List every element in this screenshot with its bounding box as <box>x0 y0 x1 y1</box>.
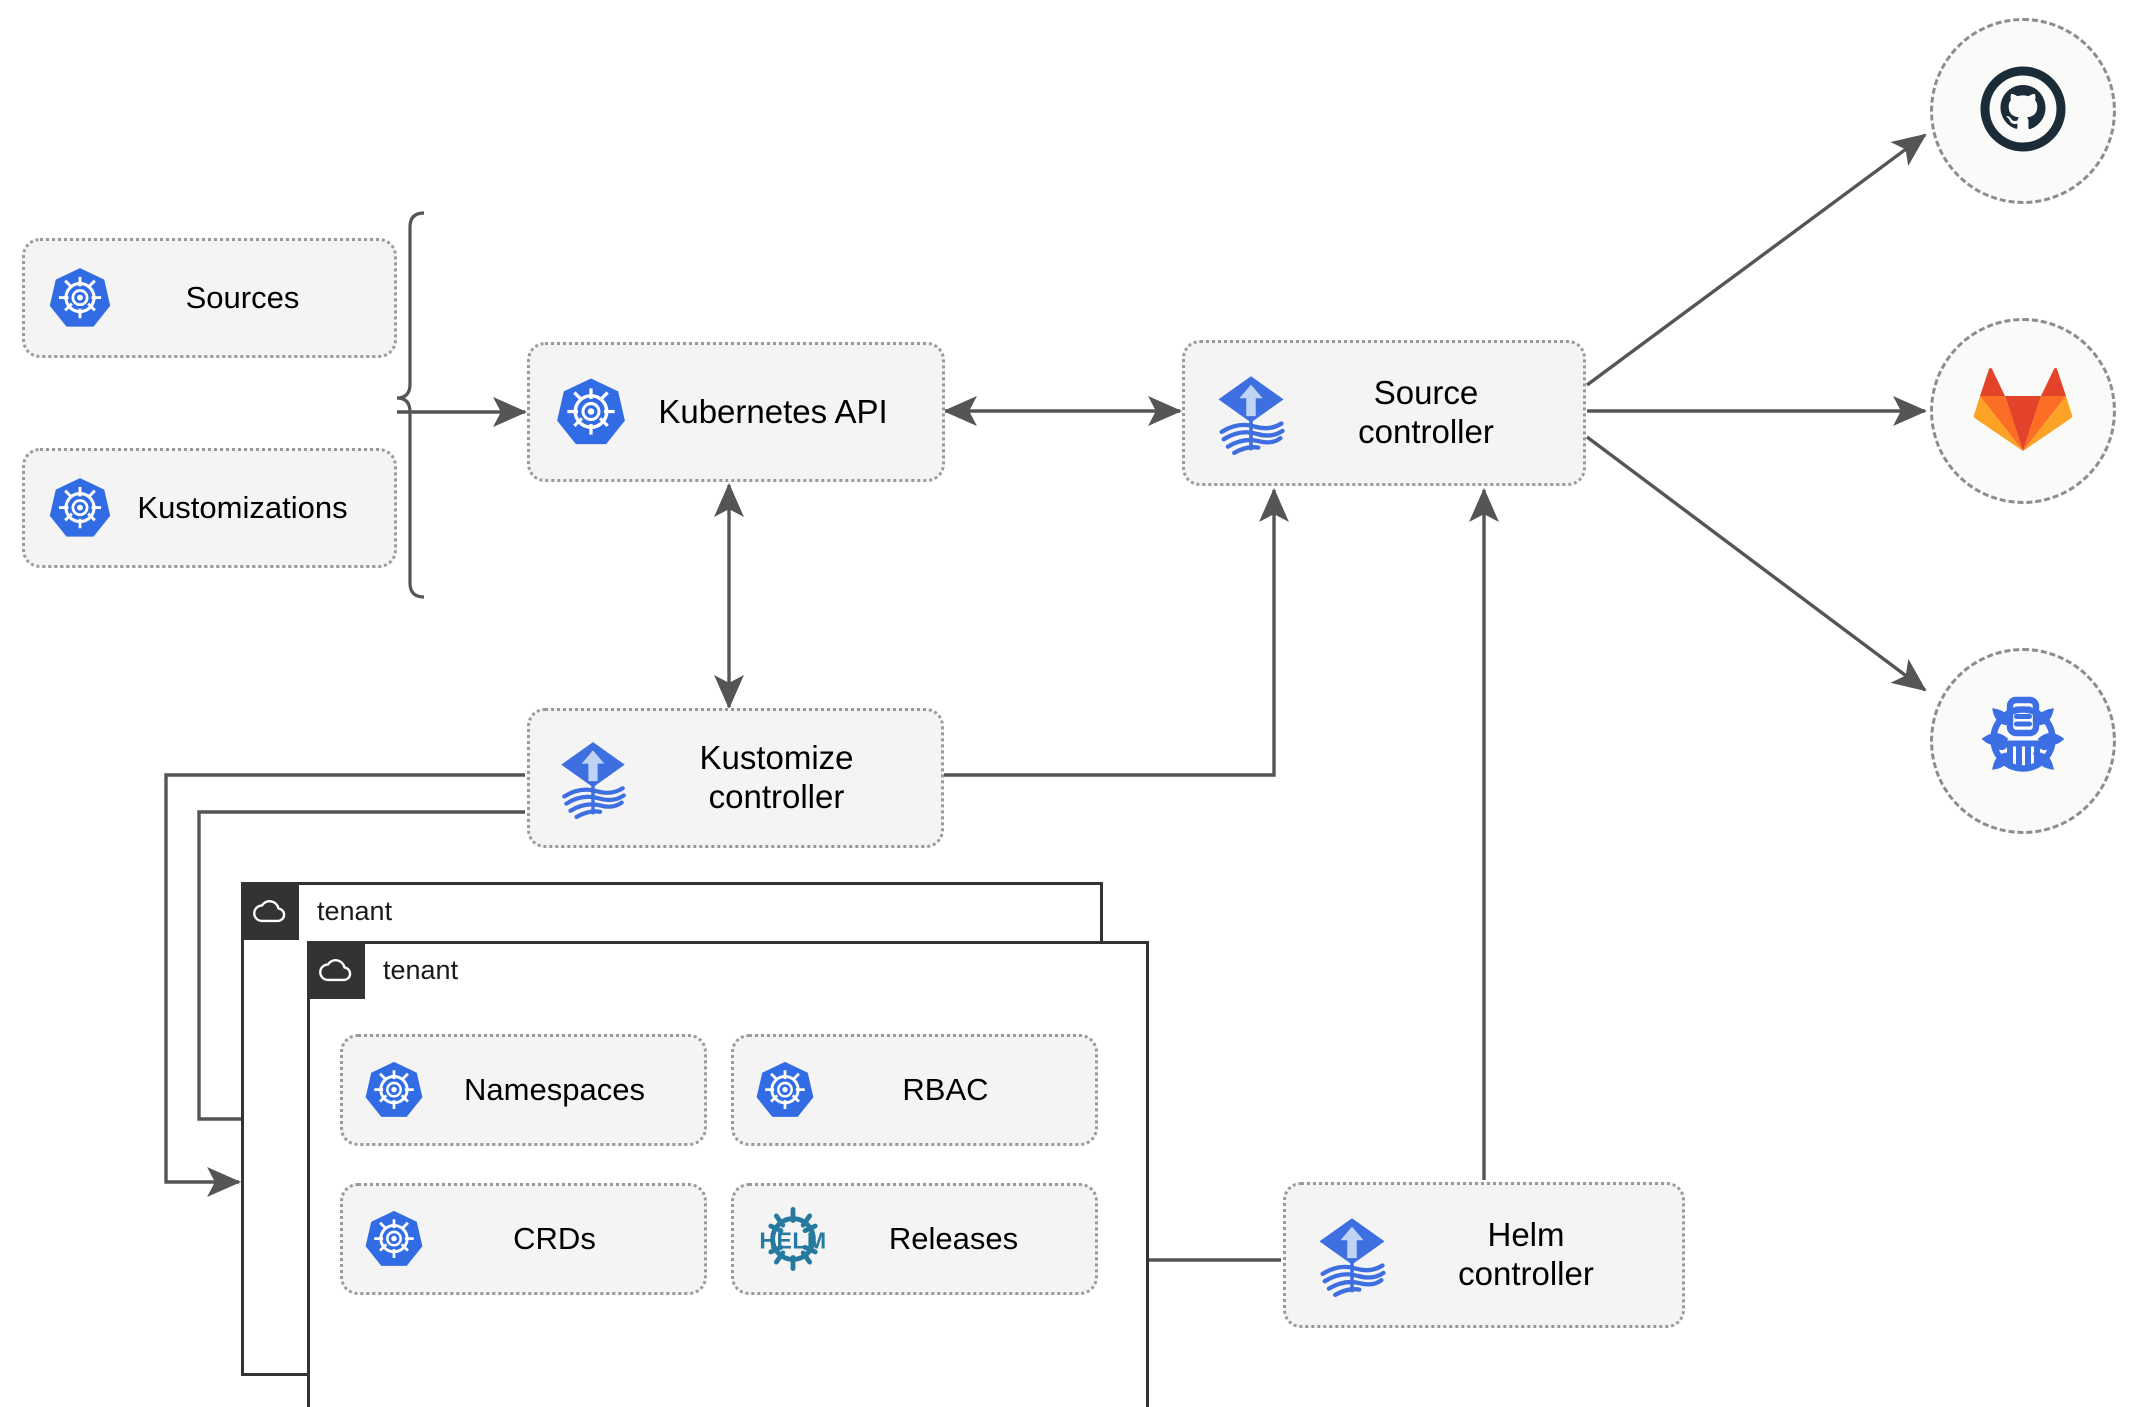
node-label: RBAC <box>902 1071 989 1107</box>
node-label: CRDs <box>513 1220 596 1256</box>
node-label-line2: controller <box>1458 1255 1594 1292</box>
node-namespaces[interactable]: Namespaces <box>340 1034 707 1146</box>
gitlab-icon <box>1971 359 2075 464</box>
node-kustomizations[interactable]: Kustomizations <box>22 448 397 568</box>
kubernetes-icon <box>554 375 628 449</box>
tenant-label: tenant <box>383 954 459 985</box>
node-label: Namespaces <box>464 1071 645 1107</box>
node-label-line1: Helm <box>1487 1216 1565 1254</box>
node-helm-controller[interactable]: Helm controller <box>1283 1182 1685 1328</box>
tenant-label: tenant <box>317 895 393 926</box>
provider-gitlab[interactable] <box>1930 318 2116 504</box>
input-group-brace <box>396 211 425 599</box>
edge-source-bucket <box>1585 435 1927 692</box>
node-label-line1: Source <box>1373 374 1479 412</box>
node-sources[interactable]: Sources <box>22 238 397 358</box>
node-label: Releases <box>888 1220 1019 1256</box>
kubernetes-icon <box>47 475 113 541</box>
provider-github[interactable] <box>1930 18 2116 204</box>
kubernetes-icon <box>363 1208 425 1270</box>
cloud-icon <box>307 941 365 999</box>
cloud-icon <box>241 882 299 940</box>
node-label: Sources <box>185 279 300 315</box>
bucket-icon <box>1970 686 2076 797</box>
node-label: Kustomize controller <box>634 739 919 817</box>
kubernetes-icon <box>363 1059 425 1121</box>
tenant-container-inner[interactable] <box>307 941 1149 1407</box>
node-releases[interactable]: HELM Releases <box>731 1183 1098 1295</box>
flux-icon <box>1310 1213 1394 1297</box>
node-source-controller[interactable]: Source controller <box>1182 340 1586 486</box>
helm-icon: HELM <box>754 1202 832 1276</box>
node-label: Source controller <box>1293 374 1559 452</box>
node-label-line2: controller <box>708 778 845 815</box>
tenant-header-inner: tenant <box>307 941 458 999</box>
flux-icon <box>552 737 634 819</box>
node-label: Helm controller <box>1394 1216 1658 1294</box>
node-label-line1: Kustomize <box>699 739 854 777</box>
edge-source-github <box>1585 133 1927 387</box>
svg-text:HELM: HELM <box>759 1227 826 1253</box>
node-label: Kubernetes API <box>658 392 888 430</box>
flux-icon <box>1209 371 1293 455</box>
node-label: Kustomizations <box>137 489 348 525</box>
github-icon <box>1973 59 2073 164</box>
provider-bucket[interactable] <box>1930 648 2116 834</box>
edge-kustomize-source <box>944 487 1289 777</box>
node-kubernetes-api[interactable]: Kubernetes API <box>527 342 945 482</box>
kubernetes-icon <box>754 1059 816 1121</box>
node-label-line2: controller <box>1358 413 1494 450</box>
node-kustomize-controller[interactable]: Kustomize controller <box>527 708 944 848</box>
kubernetes-icon <box>47 265 113 331</box>
node-crds[interactable]: CRDs <box>340 1183 707 1295</box>
tenant-header-outer: tenant <box>241 882 392 940</box>
node-rbac[interactable]: RBAC <box>731 1034 1098 1146</box>
